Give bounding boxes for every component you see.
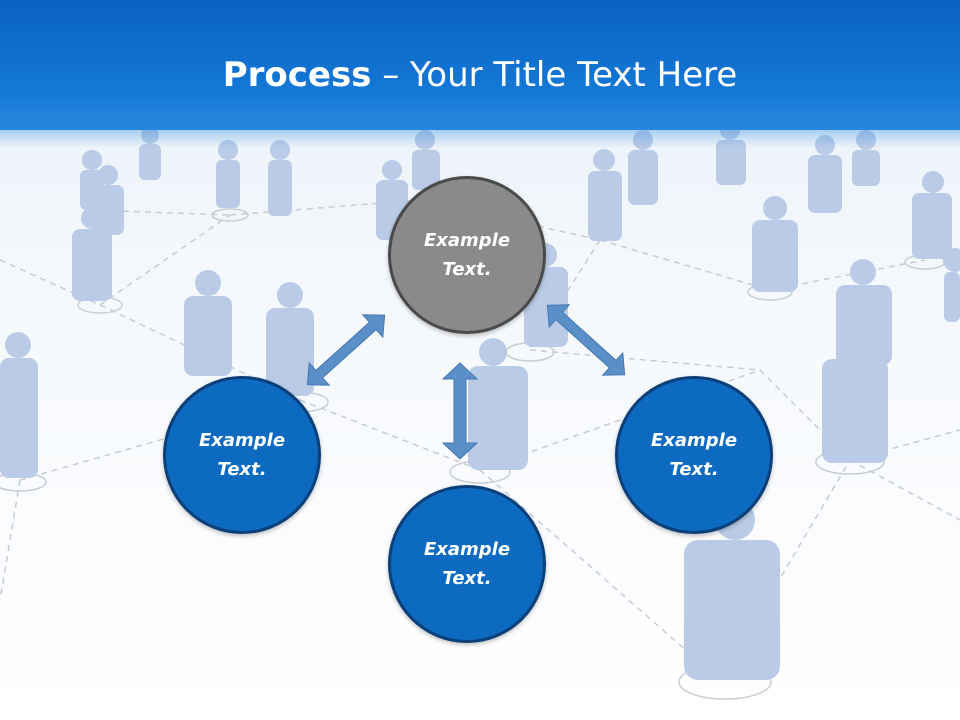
node-right: Example Text. (615, 376, 773, 534)
title-bold: Process (222, 55, 372, 95)
node-top-label: Example Text. (423, 230, 511, 280)
node-left-label: Example Text. (198, 430, 286, 480)
arrow-top-right (546, 304, 626, 376)
node-left: Example Text. (163, 376, 321, 534)
title-bar-fade (0, 118, 960, 148)
title-bar (0, 0, 960, 130)
node-bottom-label: Example Text. (423, 539, 511, 589)
page-title: Process – Your Title Text Here (0, 50, 960, 100)
node-top: Example Text. (388, 176, 546, 334)
node-bottom: Example Text. (388, 485, 546, 643)
arrow-left-top (306, 314, 386, 386)
title-rest: – Your Title Text Here (371, 55, 738, 95)
node-right-label: Example Text. (650, 430, 738, 480)
people-figures (0, 120, 960, 680)
arrow-top-bottom (441, 362, 479, 460)
